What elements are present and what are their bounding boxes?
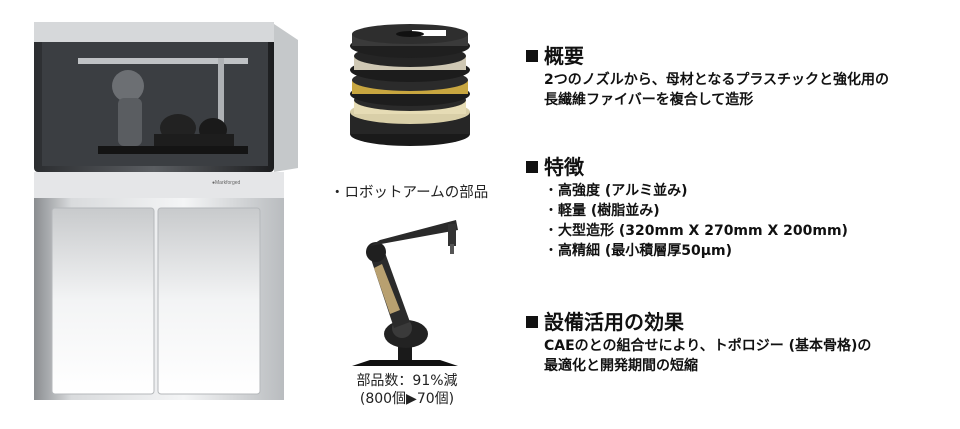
overview-line: 2つのノズルから、母材となるプラスチックと強化用の bbox=[544, 72, 890, 88]
effects-text: CAEのとの組合せにより、トポロジー (基本骨格)の 最適化と開発期間の短縮 bbox=[544, 336, 871, 376]
features-list: 高強度 (アルミ並み) 軽量 (樹脂並み) 大型造形 (320mm X 270m… bbox=[544, 181, 848, 261]
features-title: 特徴 bbox=[544, 155, 584, 179]
printer-image: ●Markforged bbox=[34, 22, 298, 400]
parts-reduction-line2: (800個▶70個) bbox=[359, 391, 455, 407]
svg-text:●Markforged: ●Markforged bbox=[212, 180, 241, 186]
overview-heading: 概要 bbox=[526, 44, 889, 68]
effects-line: CAEのとの組合せにより、トポロジー (基本骨格)の bbox=[544, 338, 872, 354]
filament-spools-image bbox=[350, 24, 470, 146]
features-section: 特徴 高強度 (アルミ並み) 軽量 (樹脂並み) 大型造形 (320mm X 2… bbox=[526, 155, 848, 261]
effects-heading: 設備活用の効果 bbox=[526, 310, 871, 334]
overview-text: 2つのノズルから、母材となるプラスチックと強化用の 長繊維ファイバーを複合して造… bbox=[544, 70, 889, 110]
robot-arm-caption: ・ロボットアームの部品 bbox=[330, 185, 489, 201]
overview-title: 概要 bbox=[544, 44, 584, 68]
effects-title: 設備活用の効果 bbox=[544, 310, 684, 334]
square-bullet-icon bbox=[526, 161, 538, 173]
square-bullet-icon bbox=[526, 50, 538, 62]
parts-reduction-line1: 部品数：91%減 bbox=[356, 373, 458, 389]
feature-item: 高精細 (最小積層厚50μm) bbox=[544, 241, 848, 261]
feature-item: 大型造形 (320mm X 270mm X 200mm) bbox=[544, 221, 848, 241]
effects-section: 設備活用の効果 CAEのとの組合せにより、トポロジー (基本骨格)の 最適化と開… bbox=[526, 310, 871, 376]
effects-line: 最適化と開発期間の短縮 bbox=[544, 358, 698, 374]
feature-item: 高強度 (アルミ並み) bbox=[544, 181, 848, 201]
overview-line: 長繊維ファイバーを複合して造形 bbox=[544, 92, 754, 108]
feature-item: 軽量 (樹脂並み) bbox=[544, 201, 848, 221]
square-bullet-icon bbox=[526, 316, 538, 328]
robot-arm-image bbox=[352, 220, 458, 366]
overview-section: 概要 2つのノズルから、母材となるプラスチックと強化用の 長繊維ファイバーを複合… bbox=[526, 44, 889, 110]
parts-reduction-caption: 部品数：91%減 (800個▶70個) bbox=[352, 372, 462, 408]
features-heading: 特徴 bbox=[526, 155, 848, 179]
